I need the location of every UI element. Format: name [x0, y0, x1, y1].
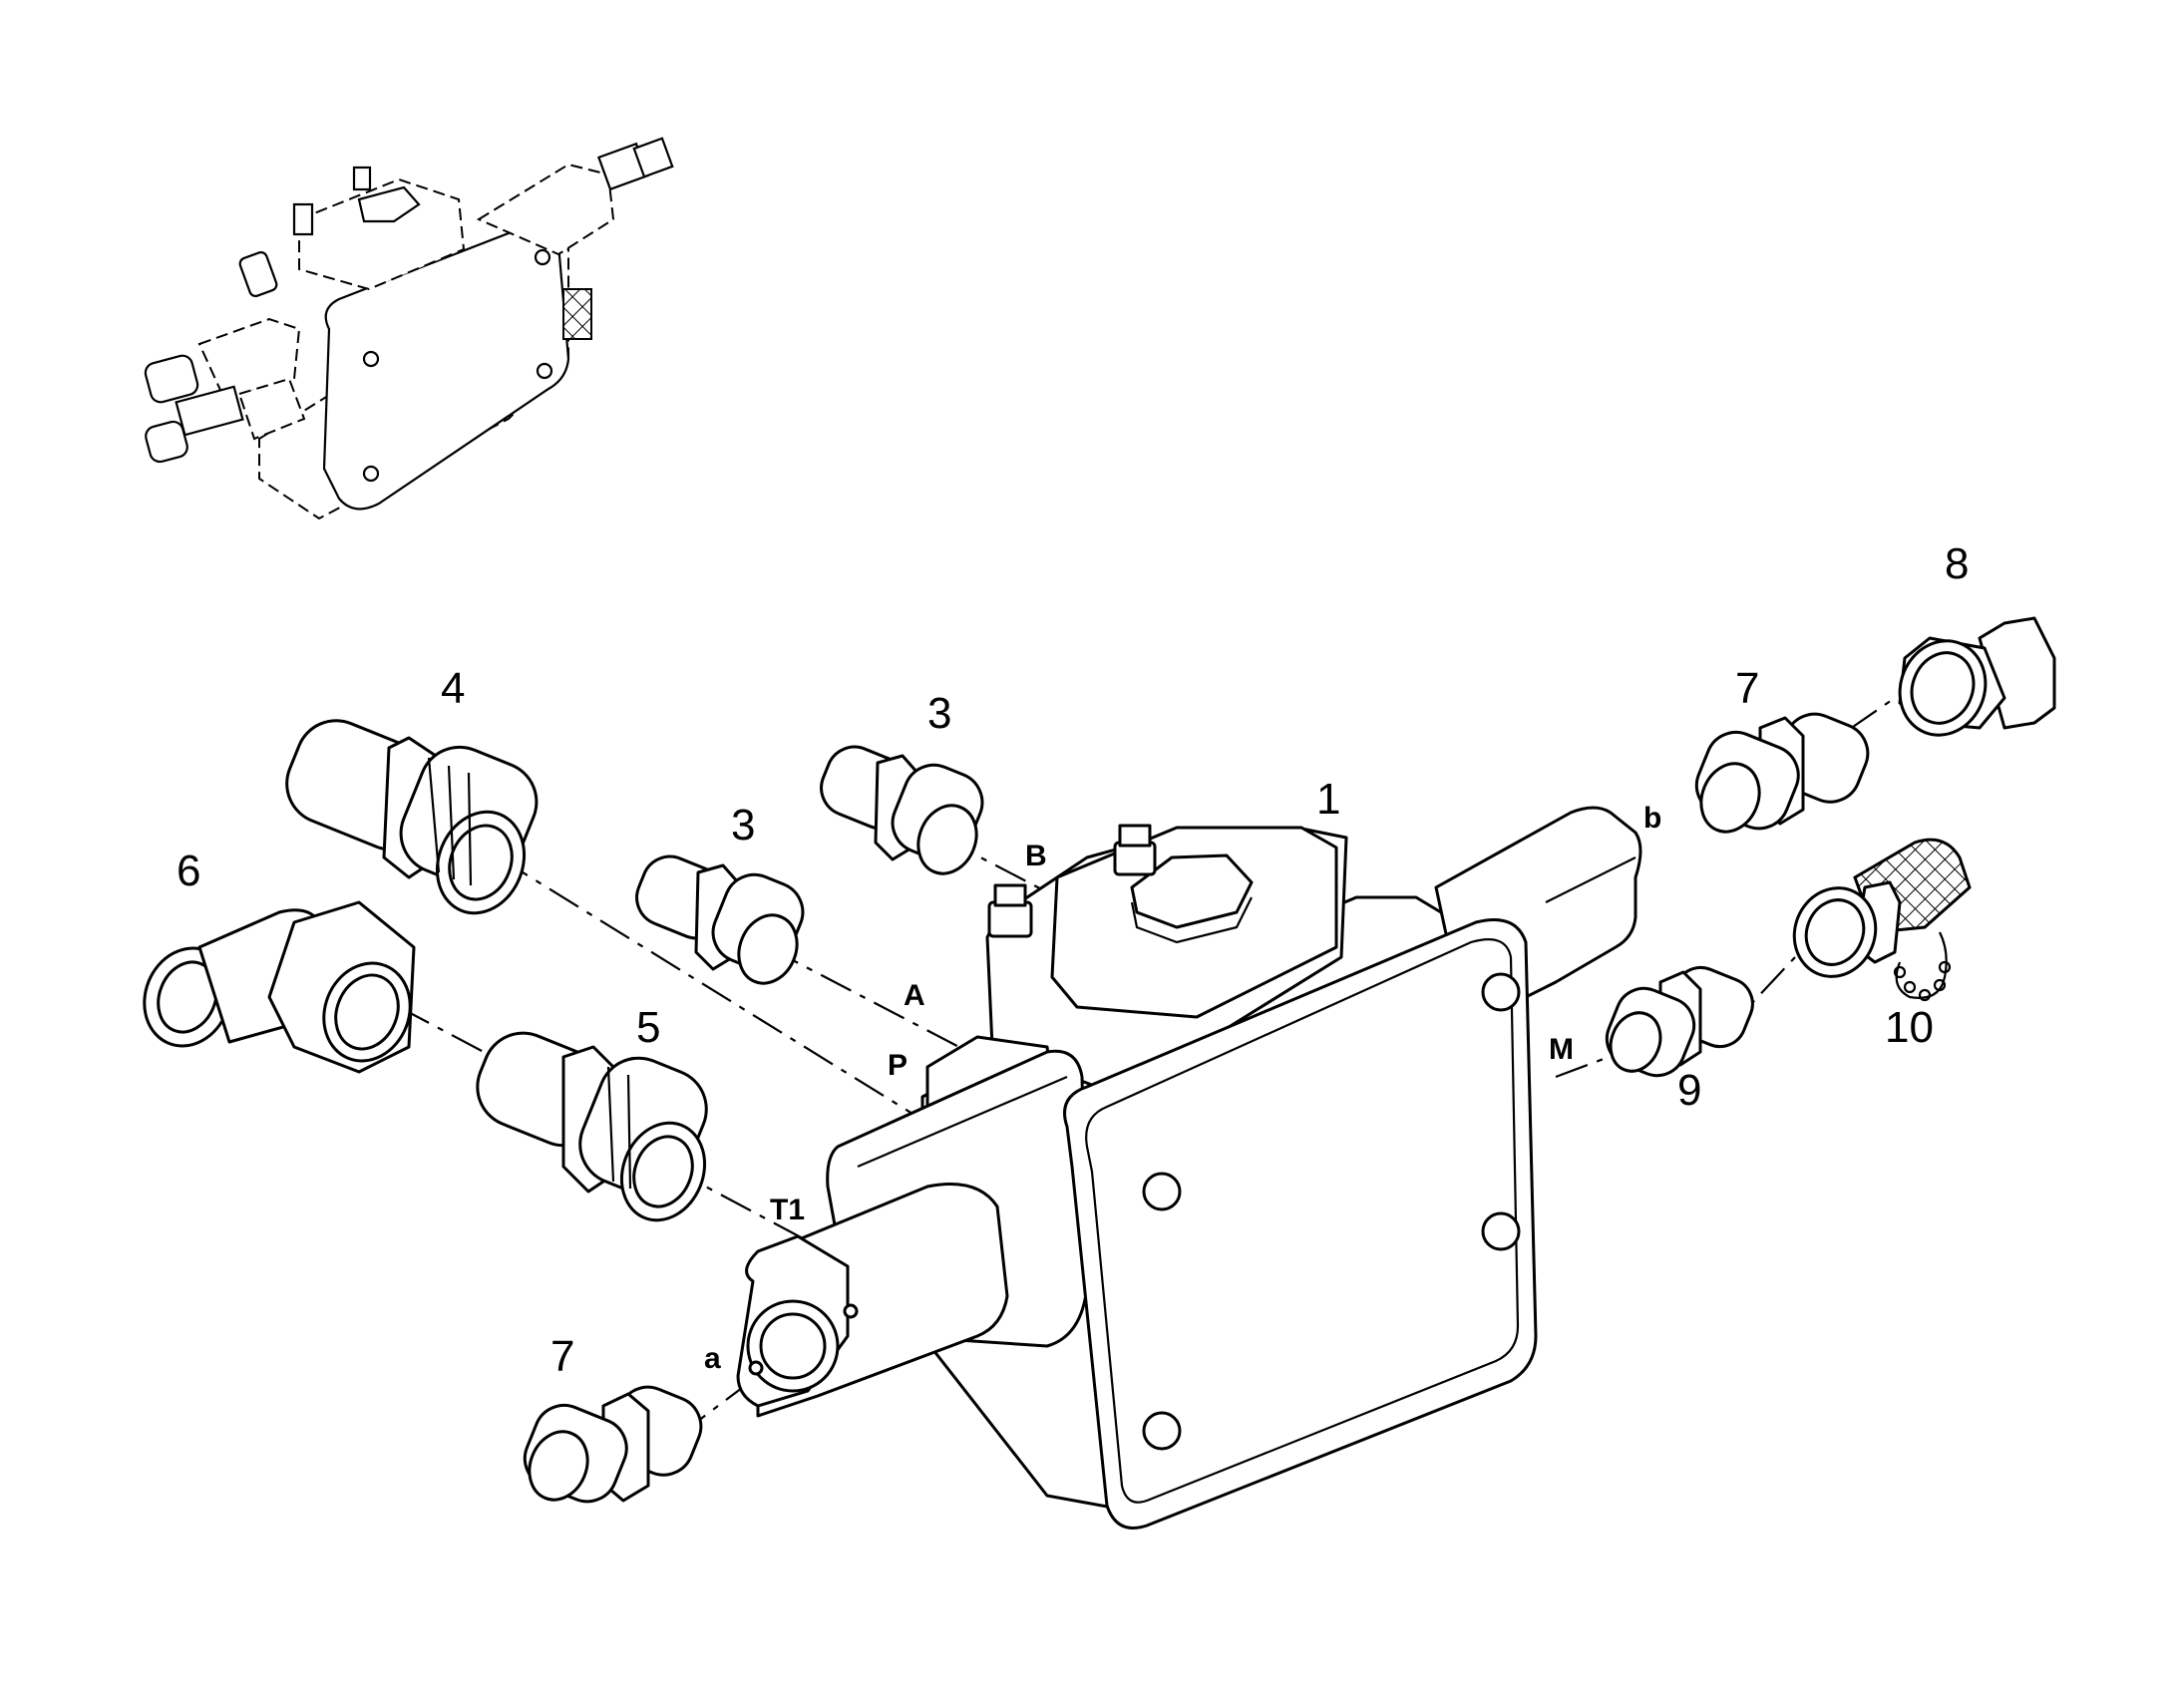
callout-7-upper: 7	[1735, 664, 1759, 713]
callout-3-upper: 3	[927, 689, 951, 738]
callout-6: 6	[177, 847, 200, 895]
part-7-lower-fitting	[523, 1385, 703, 1504]
port-label-A: A	[904, 979, 925, 1012]
part-8-elbow	[1898, 616, 2056, 737]
valve-body	[736, 806, 1642, 1530]
callout-4: 4	[441, 664, 465, 713]
part-4-adapter	[285, 719, 539, 915]
callout-numbers: 1 3 3 4 5 6 7 7 8 9 10	[177, 539, 1969, 1381]
callout-8: 8	[1945, 539, 1969, 588]
callout-3-lower: 3	[731, 801, 755, 850]
part-7-upper-fitting	[1694, 712, 1870, 834]
callout-5: 5	[636, 1003, 660, 1052]
port-label-T1: T1	[770, 1194, 805, 1226]
part-9-fitting	[1605, 965, 1754, 1078]
overview-thumbnail	[144, 137, 674, 520]
part-3-lower-fitting	[635, 854, 805, 985]
port-label-B: B	[1025, 840, 1047, 872]
port-label-b: b	[1643, 802, 1661, 835]
port-label-M: M	[1549, 1033, 1574, 1066]
part-5-adapter	[476, 1031, 708, 1222]
callout-9: 9	[1677, 1066, 1701, 1115]
callout-1: 1	[1316, 775, 1340, 824]
callout-7-lower: 7	[550, 1332, 574, 1381]
part-10-test-coupling	[1792, 838, 1972, 1002]
port-label-a: a	[704, 1342, 721, 1375]
part-3-upper-fitting	[820, 745, 984, 875]
port-labels: B A P T1 M a b	[704, 802, 1661, 1375]
callout-10: 10	[1885, 1003, 1934, 1052]
port-label-P: P	[888, 1049, 908, 1082]
part-6-elbow	[143, 900, 416, 1074]
